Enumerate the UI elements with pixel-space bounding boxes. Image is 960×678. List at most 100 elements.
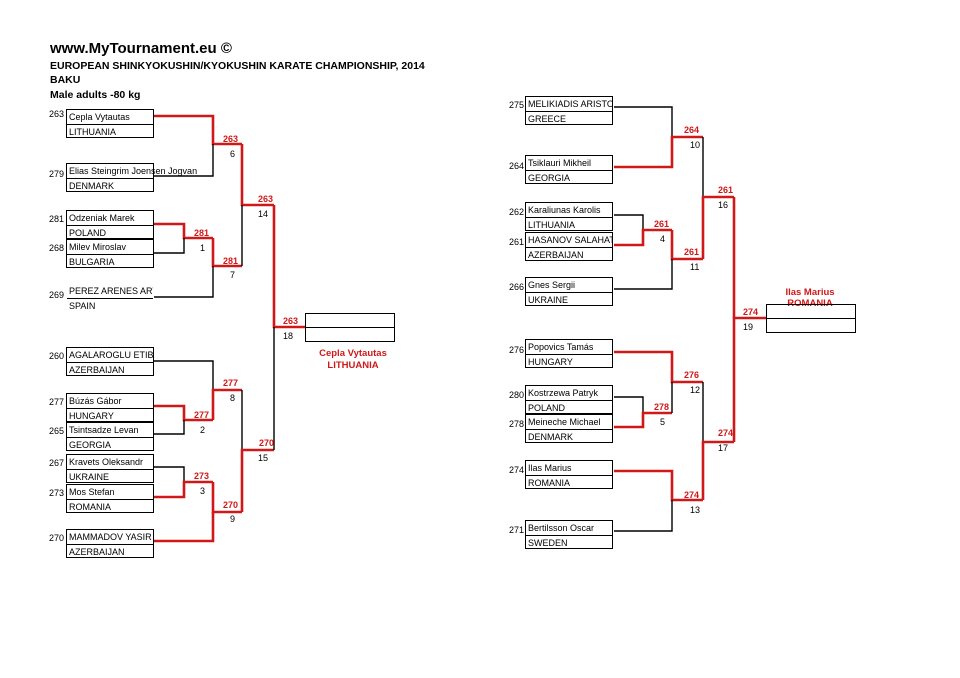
match-number: 1	[200, 243, 206, 253]
competitor-name: Tsiklauri Mikheil	[526, 156, 612, 171]
final-slot	[766, 304, 856, 333]
bracket-line	[154, 144, 214, 177]
match-winner: 263	[258, 194, 274, 204]
competitor-country: DENMARK	[528, 432, 574, 442]
competitor-country: UKRAINE	[528, 295, 569, 305]
match-winner: 274	[684, 490, 700, 500]
bracket-line	[614, 259, 673, 290]
competitor-country: AZERBAIJAN	[69, 365, 125, 375]
match-number: 12	[690, 385, 701, 395]
seed-number: 262	[508, 207, 524, 217]
site-title: www.MyTournament.eu ©	[50, 40, 232, 57]
competitor-name: Mos Stefan	[67, 485, 153, 500]
match-winner: 270	[259, 438, 275, 448]
competitor-country: POLAND	[69, 228, 107, 238]
seed-number: 273	[48, 488, 64, 498]
competitor-name: AGALAROGLU ETIBAR	[67, 348, 153, 363]
finalist-country: ROMANIA	[787, 298, 833, 309]
bracket-line	[614, 500, 673, 532]
competitor-name: Bertilsson Oscar	[526, 521, 612, 536]
bracket-line	[211, 388, 242, 420]
competitor-name: Ilas Marius	[526, 461, 612, 476]
match-winner: 264	[684, 125, 700, 135]
seed-number: 280	[508, 390, 524, 400]
match-number: 6	[230, 149, 236, 159]
bracket-line	[154, 404, 213, 422]
seed-number: 264	[508, 161, 524, 171]
competitor-name: Karaliunas Karolis	[526, 203, 612, 218]
match-number: 10	[690, 140, 701, 150]
match-number: 7	[230, 270, 236, 280]
bracket-line	[154, 480, 213, 499]
competitor-country: LITHUANIA	[528, 220, 576, 230]
seed-number: 279	[48, 169, 64, 179]
match-winner: 281	[194, 228, 210, 238]
competitor-name: Cepla Vytautas	[67, 110, 153, 125]
bracket-line	[154, 238, 185, 254]
competitor-country: GEORGIA	[69, 440, 112, 450]
match-winner: 277	[223, 378, 239, 388]
match-winner: 263	[283, 316, 299, 326]
competitor-name: Popovics Tamás	[526, 340, 612, 355]
competitor-box: AGALAROGLU ETIBAR AZERBAIJAN	[66, 347, 154, 376]
competitor-box: MELIKIADIS ARISTOTELISGREECE	[525, 96, 613, 125]
bracket-line	[154, 512, 215, 543]
match-number: 8	[230, 393, 236, 403]
competitor-country: LITHUANIA	[69, 127, 117, 137]
bracket-line	[614, 350, 703, 384]
seed-number: 263	[48, 109, 64, 119]
finalist-name: Ilas Marius	[785, 287, 835, 298]
bracket-line	[732, 316, 766, 442]
match-number: 9	[230, 514, 236, 524]
seed-number: 275	[508, 100, 524, 110]
bracket-line	[701, 440, 734, 500]
seed-number: 261	[508, 237, 524, 247]
competitor-country: GEORGIA	[528, 173, 571, 183]
bracket-line	[614, 135, 703, 169]
competitor-country: UKRAINE	[69, 472, 110, 482]
bracket-line	[240, 448, 274, 512]
competitor-box: PEREZ ARENES ARTUROSPAIN	[66, 283, 154, 312]
event-title: EUROPEAN SHINKYOKUSHIN/KYOKUSHIN KARATE …	[50, 60, 425, 72]
seed-number: 271	[508, 525, 524, 535]
match-winner: 273	[194, 471, 210, 481]
seed-number: 267	[48, 458, 64, 468]
match-number: 15	[258, 453, 269, 463]
match-number: 19	[743, 322, 754, 332]
bracket-line	[154, 466, 185, 482]
competitor-country: BULGARIA	[69, 257, 115, 267]
seed-number: 260	[48, 351, 64, 361]
competitor-name: Kravets Oleksandr	[67, 455, 153, 470]
seed-number: 281	[48, 214, 64, 224]
match-number: 5	[660, 417, 666, 427]
match-number: 13	[690, 505, 701, 515]
bracket-line	[614, 396, 644, 413]
match-winner: 276	[684, 370, 700, 380]
match-number: 11	[690, 262, 700, 272]
competitor-name: Kostrzewa Patryk	[526, 386, 612, 401]
seed-number: 269	[48, 290, 64, 300]
bracket-line	[154, 222, 213, 240]
weight-category: Male adults -80 kg	[50, 89, 141, 101]
bracket-line	[154, 114, 242, 146]
bracket-line	[614, 106, 673, 137]
competitor-country: HUNGARY	[69, 411, 114, 421]
bracket-line	[614, 411, 672, 429]
competitor-name: MELIKIADIS ARISTOTELIS	[526, 97, 612, 112]
competitor-name: Meineche Michael	[526, 415, 612, 430]
match-winner: 263	[223, 134, 239, 144]
seed-number: 266	[508, 282, 524, 292]
